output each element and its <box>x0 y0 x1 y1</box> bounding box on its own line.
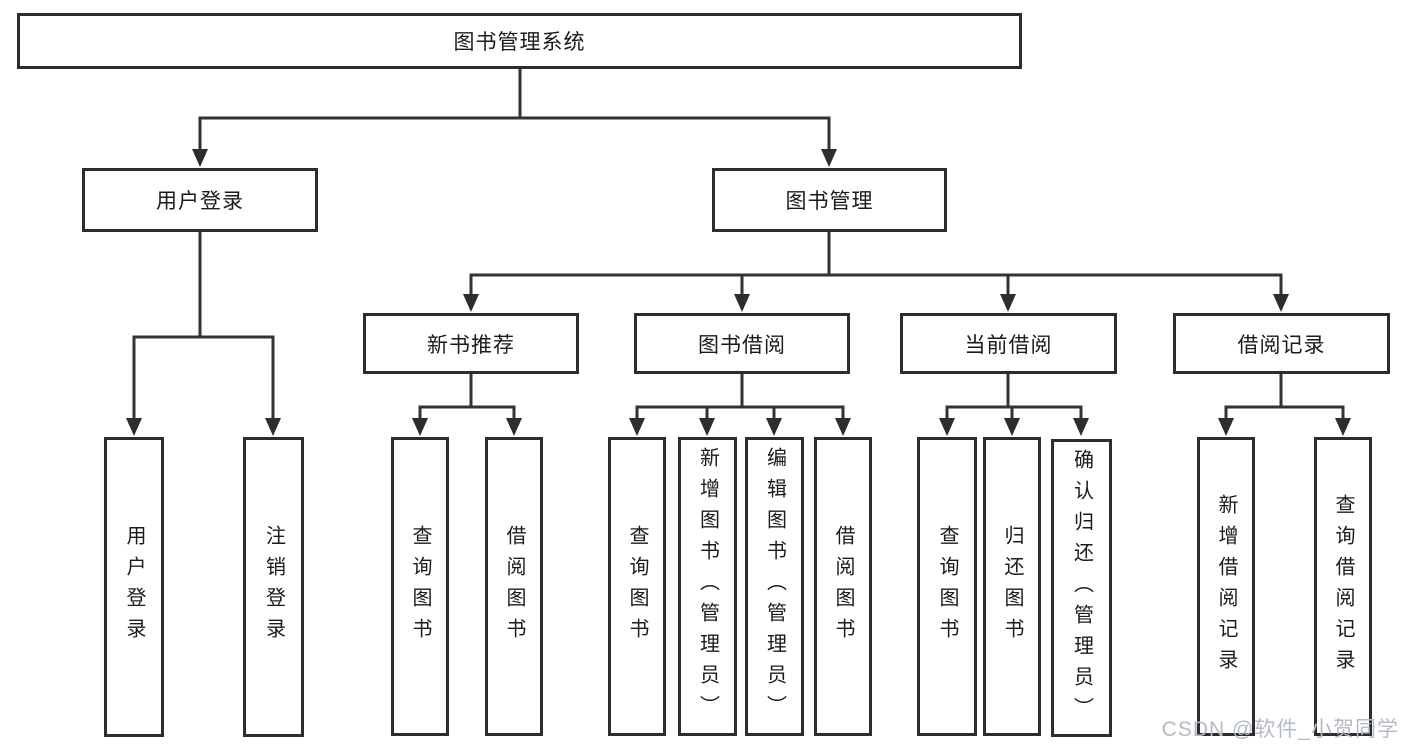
node-book-management: 图书管理 <box>712 168 947 232</box>
arrowhead <box>126 418 142 436</box>
arrowhead <box>1273 294 1289 312</box>
connector-book-management <box>469 232 1283 294</box>
node-book-borrowing: 图书借阅 <box>634 313 850 374</box>
node-library-management-system: 图书管理系统 <box>17 13 1022 69</box>
arrowhead <box>699 418 715 436</box>
arrowhead <box>821 149 837 167</box>
leaf-borrow-books-recommend: 借阅图书 <box>485 437 543 736</box>
leaf-query-books-borrow: 查询图书 <box>608 437 666 736</box>
arrowhead <box>734 294 750 312</box>
leaf-confirm-return-admin: 确认归还（管理员） <box>1051 439 1112 737</box>
arrowhead <box>766 418 782 436</box>
leaf-label: 查询图书 <box>626 524 648 649</box>
leaf-logout: 注销登录 <box>243 437 304 737</box>
node-new-book-recommendation: 新书推荐 <box>363 313 579 374</box>
connector-borrowing-records <box>1224 374 1345 418</box>
node-label: 图书借阅 <box>698 333 786 357</box>
node-borrowing-records: 借阅记录 <box>1173 313 1390 374</box>
arrowhead <box>463 294 479 312</box>
leaf-label: 新增图书（管理员） <box>696 447 719 726</box>
leaf-query-books-current: 查询图书 <box>917 437 977 736</box>
leaf-return-books: 归还图书 <box>983 437 1041 736</box>
node-label: 用户登录 <box>156 190 244 213</box>
leaf-label: 新增借阅记录 <box>1215 493 1237 680</box>
leaf-borrow-books: 借阅图书 <box>814 437 872 736</box>
leaf-user-login: 用户登录 <box>104 437 164 737</box>
arrowhead <box>412 418 428 436</box>
arrowhead <box>629 418 645 436</box>
leaf-label: 用户登录 <box>123 525 145 649</box>
connector-user-login <box>132 232 275 418</box>
leaf-query-borrow-record: 查询借阅记录 <box>1314 437 1372 736</box>
arrowhead <box>1073 418 1089 436</box>
leaf-label: 借阅图书 <box>832 524 854 649</box>
leaf-label: 查询借阅记录 <box>1332 493 1354 680</box>
leaf-label: 查询图书 <box>409 524 431 649</box>
leaf-label: 归还图书 <box>1001 524 1023 649</box>
node-current-borrowing: 当前借阅 <box>900 313 1117 374</box>
connector-new-book-recommendation <box>418 374 516 418</box>
leaf-label: 编辑图书（管理员） <box>763 447 786 726</box>
node-user-login: 用户登录 <box>82 168 318 232</box>
arrowhead <box>939 418 955 436</box>
arrowhead <box>1335 418 1351 436</box>
connector-root <box>198 69 831 149</box>
leaf-query-books-recommend: 查询图书 <box>391 437 449 736</box>
arrowhead <box>506 418 522 436</box>
connector-book-borrowing <box>635 374 845 418</box>
arrowhead <box>265 418 281 436</box>
arrowhead <box>835 418 851 436</box>
leaf-label: 查询图书 <box>936 524 958 649</box>
arrowhead <box>192 149 208 167</box>
arrowhead <box>1000 294 1016 312</box>
connector-current-borrowing <box>945 374 1083 418</box>
node-label: 借阅记录 <box>1237 333 1326 357</box>
leaf-label: 确认归还（管理员） <box>1070 448 1093 728</box>
leaf-add-borrow-record: 新增借阅记录 <box>1197 437 1255 736</box>
leaf-label: 借阅图书 <box>503 524 525 649</box>
arrowhead <box>1004 418 1020 436</box>
watermark: CSDN @软件_小贺同学 <box>1161 718 1399 741</box>
node-label: 图书管理 <box>785 190 874 213</box>
arrowhead <box>1218 418 1234 436</box>
leaf-add-book-admin: 新增图书（管理员） <box>678 437 737 736</box>
node-label: 图书管理系统 <box>453 31 586 54</box>
leaf-edit-book-admin: 编辑图书（管理员） <box>745 437 804 736</box>
leaf-label: 注销登录 <box>262 525 285 649</box>
node-label: 当前借阅 <box>964 333 1053 357</box>
node-label: 新书推荐 <box>427 333 515 357</box>
